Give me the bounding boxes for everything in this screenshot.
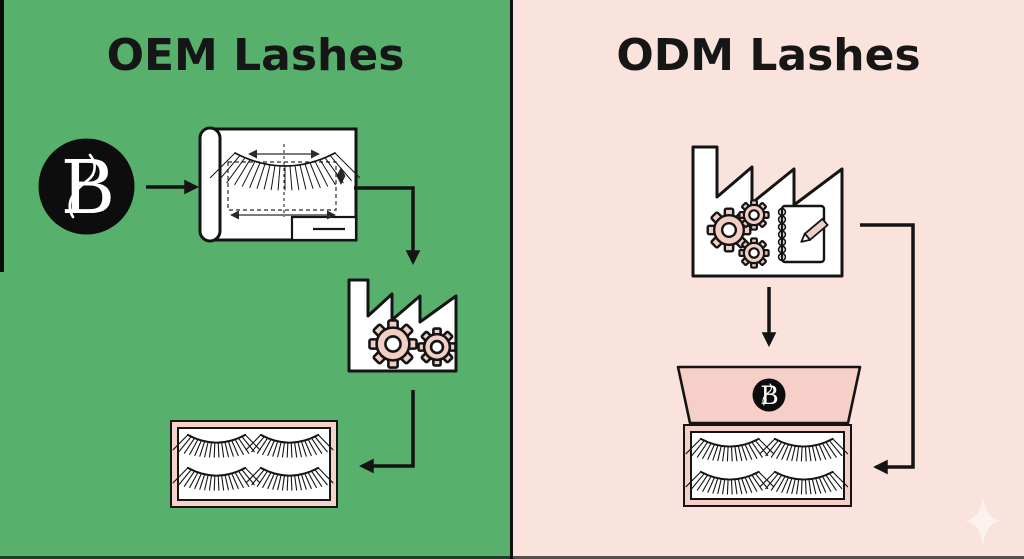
lash-tray-inner — [172, 427, 334, 501]
lash-pair-icon — [245, 433, 334, 458]
logo-monogram: B — [61, 145, 115, 231]
lash-pair-icon — [172, 433, 261, 458]
branded-box-lid-icon: B — [676, 365, 862, 425]
box-lash-inner — [685, 431, 848, 500]
lash-pair-icon — [758, 470, 848, 495]
dimension-box — [227, 161, 337, 211]
logo-circle — [38, 138, 135, 235]
odm-title: ODM Lashes — [616, 30, 921, 81]
lash-pair-icon — [172, 466, 261, 491]
sparkle-icon — [965, 497, 1001, 545]
lash-pair-icon — [685, 437, 775, 462]
lid-logo-swirl — [762, 383, 772, 406]
lash-pair-icon — [245, 466, 334, 491]
brand-logo-icon: B — [38, 138, 135, 235]
notebook-spiral — [777, 207, 787, 262]
blueprint-roll — [198, 126, 222, 243]
logo-swirl — [68, 153, 96, 219]
notebook-icon — [780, 204, 826, 264]
panel-divider — [510, 0, 513, 559]
lash-pair-icon — [685, 470, 775, 495]
lid-logo-circle — [752, 378, 786, 412]
blueprint-lash-sketch — [209, 152, 361, 191]
factory-gears — [368, 319, 457, 369]
frame-edge-bottom — [0, 556, 1024, 559]
lash-pair-icon — [758, 437, 848, 462]
factory-gears — [706, 199, 770, 269]
lid-monogram: B — [760, 381, 778, 410]
pencil-icon — [800, 217, 829, 243]
factory-design-icon — [691, 145, 844, 278]
lash-blueprint-icon — [198, 126, 361, 243]
lash-tray-icon — [170, 420, 338, 508]
branded-box-body-icon — [683, 424, 852, 507]
oem-title: OEM Lashes — [106, 30, 405, 81]
factory-icon — [347, 278, 458, 373]
frame-edge-left — [0, 0, 4, 272]
